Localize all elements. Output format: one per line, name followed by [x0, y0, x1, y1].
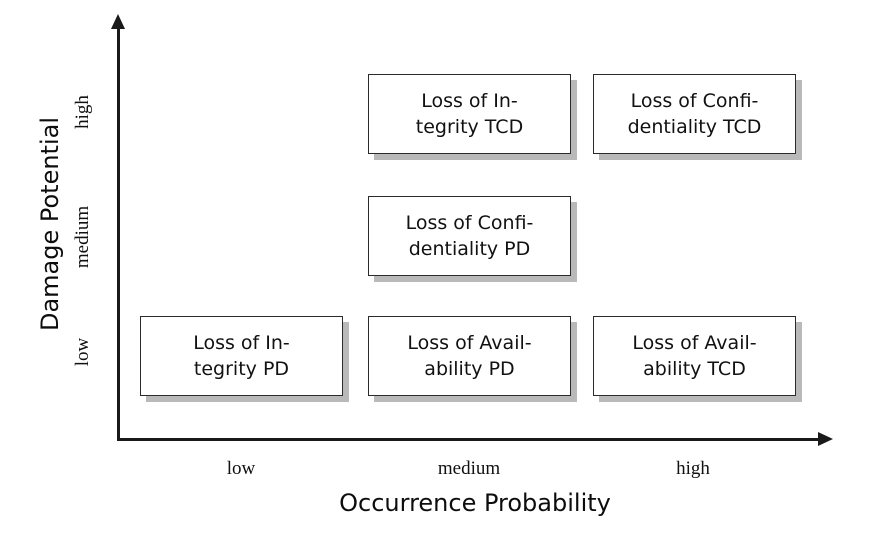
x-tick-label-low: low	[226, 458, 256, 479]
matrix-cell-label: Loss of In- tegrity PD	[193, 332, 290, 380]
matrix-cell-label: Loss of Confi- dentiality TCD	[627, 90, 762, 138]
matrix-cell-label: Loss of Confi- dentiality PD	[405, 212, 534, 260]
matrix-cell-label: Loss of In- tegrity TCD	[415, 90, 524, 138]
y-axis-line	[117, 26, 120, 441]
matrix-cell-integrity-tcd[interactable]: Loss of In- tegrity TCD	[368, 74, 571, 154]
x-tick-label-high: high	[676, 458, 710, 479]
matrix-cell-label: Loss of Avail- ability TCD	[632, 332, 757, 380]
y-tick-label-low: low	[72, 337, 93, 367]
matrix-cell-confidentiality-tcd[interactable]: Loss of Confi- dentiality TCD	[593, 74, 796, 154]
y-axis-arrow-icon	[111, 14, 125, 29]
y-tick-label-high: high	[72, 95, 93, 129]
y-tick-label-medium: medium	[72, 205, 93, 269]
x-axis-line	[117, 438, 823, 441]
matrix-cell-label: Loss of Avail- ability PD	[407, 332, 532, 380]
matrix-cell-integrity-pd[interactable]: Loss of In- tegrity PD	[140, 316, 343, 396]
matrix-cell-availability-tcd[interactable]: Loss of Avail- ability TCD	[593, 316, 796, 396]
x-tick-label-medium: medium	[437, 458, 501, 479]
matrix-cell-availability-pd[interactable]: Loss of Avail- ability PD	[368, 316, 571, 396]
y-axis-title: Damage Potential	[36, 116, 64, 332]
matrix-cell-confidentiality-pd[interactable]: Loss of Confi- dentiality PD	[368, 196, 571, 276]
x-axis-title: Occurrence Probability	[339, 489, 611, 517]
x-axis-arrow-icon	[818, 432, 833, 446]
